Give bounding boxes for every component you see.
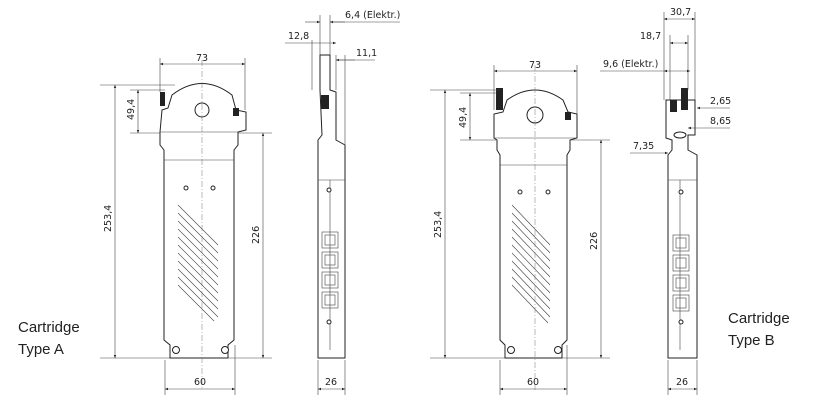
dim-side-8-65-b: 8,65	[710, 116, 731, 127]
caption-type-a-line1: Cartridge	[18, 319, 80, 336]
dim-body-width-b: 60	[527, 377, 539, 388]
dim-depth-a: 26	[325, 377, 337, 388]
dim-body-height-b: 226	[589, 232, 600, 250]
dim-side-30-7-b: 30,7	[670, 7, 691, 18]
vent-slots	[177, 204, 219, 322]
type-b-front-view	[493, 65, 578, 392]
caption-type-b-line1: Cartridge	[728, 310, 790, 327]
dim-total-height-b: 253,4	[433, 211, 444, 238]
dim-total-height-a: 253,4	[103, 205, 114, 232]
dim-side-12-8-a: 12,8	[288, 31, 309, 42]
dim-head-width-b: 73	[529, 60, 541, 71]
dim-head-width-a: 73	[196, 53, 208, 64]
caption-type-b-line2: Type B	[728, 332, 775, 349]
dim-side-2-65-b: 2,65	[710, 96, 731, 107]
dim-side-7-35-b: 7,35	[633, 141, 654, 152]
type-b-side-view	[665, 88, 698, 359]
dim-body-height-a: 226	[251, 226, 262, 244]
type-a-front-view	[159, 60, 247, 390]
dim-side-6-4-a: 6,4 (Elektr.)	[345, 10, 400, 21]
type-a-side-view	[317, 54, 346, 359]
dim-side-11-1-a: 11,1	[356, 48, 377, 59]
dim-depth-b: 26	[676, 377, 688, 388]
dim-head-height-b: 49,4	[458, 107, 469, 128]
dim-head-height-a: 49,4	[126, 99, 137, 120]
dim-body-width-a: 60	[194, 377, 206, 388]
caption-type-a-line2: Type A	[18, 341, 64, 358]
dim-side-18-7-b: 18,7	[640, 31, 661, 42]
dim-side-9-6-b: 9,6 (Elektr.)	[603, 59, 658, 70]
